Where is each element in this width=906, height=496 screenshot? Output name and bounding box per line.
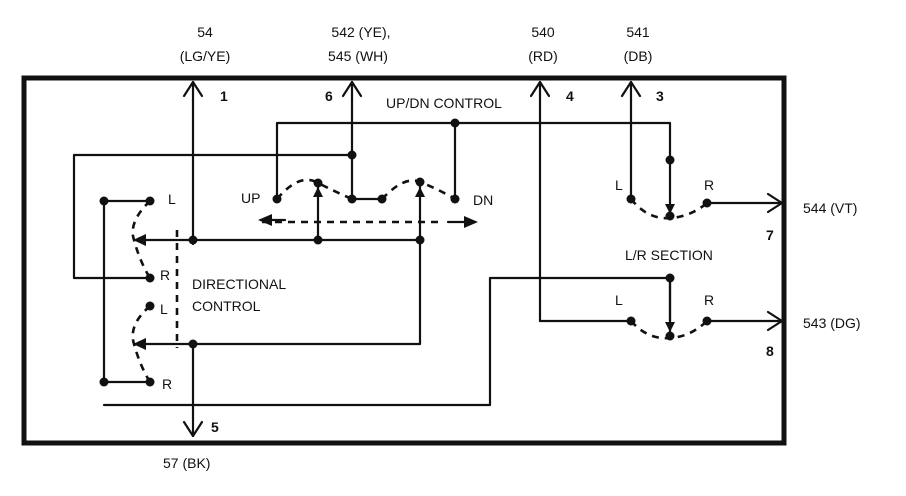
pin-8-label: 8 [766, 343, 774, 359]
wire-540-color: (RD) [528, 48, 558, 64]
pin-1-label: 1 [220, 88, 228, 104]
junction-dot [99, 377, 109, 387]
contact-dot [145, 301, 155, 311]
wire-541-color: (DB) [624, 48, 653, 64]
dn-contact-label: DN [473, 192, 493, 208]
contact-dot [702, 198, 712, 208]
contact-dot [272, 194, 282, 204]
contact-dot [377, 194, 387, 204]
pin-6-arrow-icon [341, 80, 363, 98]
junction-dot [415, 235, 425, 245]
contact-dot [347, 194, 357, 204]
wire-543-label: 543 (DG) [803, 315, 861, 331]
wire-541-number: 541 [626, 24, 650, 40]
wire-54-number: 54 [197, 24, 213, 40]
contact-dot [626, 316, 636, 326]
directional-control-section [102, 199, 672, 407]
pivot-dot [665, 211, 675, 221]
pin-7-label: 7 [766, 227, 774, 243]
lr-top-arrow-icon [665, 204, 675, 214]
contact-dot [145, 377, 155, 387]
contact-dot [450, 194, 460, 204]
pin-3-label: 3 [656, 88, 664, 104]
dir-l-top-label: L [168, 191, 176, 207]
up-contact-label: UP [241, 190, 260, 206]
dn-direction-arrow-icon [464, 216, 478, 228]
updn-control-section [72, 121, 672, 280]
contact-dot [626, 194, 636, 204]
dir-lower-arrow-icon [133, 338, 146, 350]
updn-control-label: UP/DN CONTROL [386, 95, 502, 111]
pin-5-arrow-icon [182, 420, 204, 438]
junction-dot [99, 196, 109, 206]
pin-3-arrow-icon [620, 80, 642, 98]
dn-pivot-arrow-icon [415, 187, 425, 197]
pin-8-arrow-icon [766, 310, 784, 332]
dir-l-mid-label: L [160, 301, 168, 317]
pivot-dot [665, 331, 675, 341]
lr-bot-r-label: R [704, 292, 714, 308]
up-switch-arc [276, 178, 353, 201]
pin-5-label: 5 [211, 419, 219, 435]
pin-6-label: 6 [325, 88, 333, 104]
contact-dot [702, 316, 712, 326]
contact-dot [145, 273, 155, 283]
junction-dot [188, 339, 198, 349]
junction-dot [450, 118, 460, 128]
lr-top-r-label: R [704, 177, 714, 193]
lr-bot-l-label: L [615, 292, 623, 308]
terminal-arrows [182, 80, 784, 438]
wire-542-label: 542 (YE), [331, 24, 390, 40]
lr-section-label: L/R SECTION [625, 247, 713, 263]
wire-540-number: 540 [531, 24, 555, 40]
dir-upper-arrow-icon [133, 234, 146, 246]
lr-bottom-arrow-icon [665, 322, 675, 332]
pin-7-arrow-icon [766, 192, 784, 214]
pin-1-arrow-icon [182, 80, 204, 98]
wire-57-label: 57 (BK) [163, 455, 210, 471]
dir-lower-bus [134, 238, 422, 346]
wire-544-label: 544 (VT) [803, 200, 857, 216]
pin-4-label: 4 [566, 88, 574, 104]
directional-control-label-1: DIRECTIONAL [192, 276, 286, 292]
dir-r-bot-label: R [162, 376, 172, 392]
directional-control-label-2: CONTROL [192, 298, 261, 314]
pivot-dot [313, 178, 323, 188]
updn-left-bus [72, 153, 354, 280]
dir-outer-loop [102, 199, 152, 384]
junction-dot [347, 150, 357, 160]
dir-r-mid-label: R [160, 267, 170, 283]
junction-dot [665, 273, 675, 283]
up-pivot-arrow-icon [313, 187, 323, 197]
contact-dot [145, 196, 155, 206]
updn-top-bus [275, 121, 672, 201]
pivot-dot [415, 177, 425, 187]
pin-4-arrow-icon [529, 80, 551, 98]
junction-dots [99, 118, 712, 387]
junction-dot [188, 235, 198, 245]
wire-545-label: 545 (WH) [328, 48, 388, 64]
junction-dot [313, 235, 323, 245]
switch-housing [21, 75, 787, 446]
lr-bottom-feed [102, 276, 672, 407]
wire-54-color: (LG/YE) [180, 48, 231, 64]
lr-top-l-label: L [615, 177, 623, 193]
junction-dot [665, 155, 675, 165]
